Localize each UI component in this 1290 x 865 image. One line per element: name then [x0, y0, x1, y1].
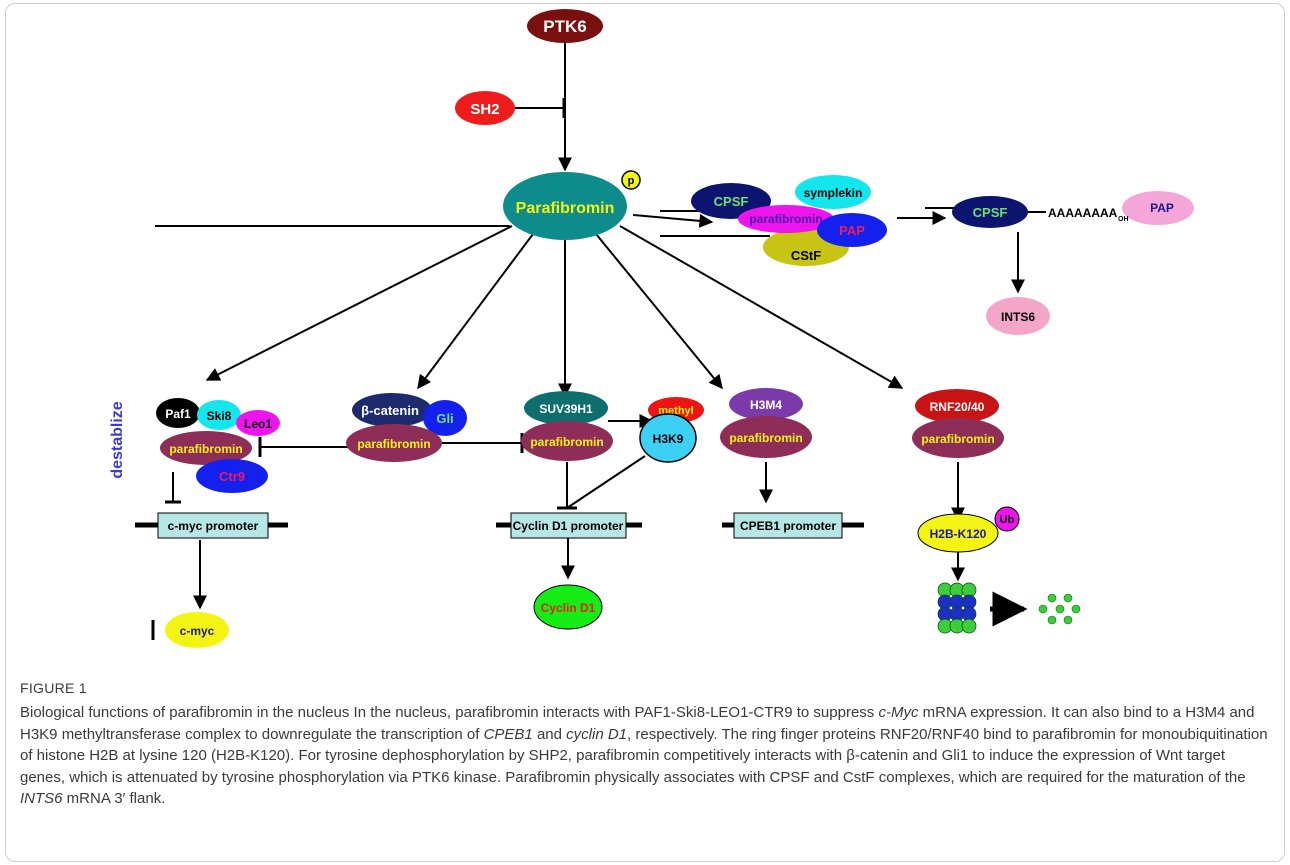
- gli-node: [423, 400, 467, 436]
- cstf-label: CStF: [791, 248, 821, 263]
- fragment-dot: [1063, 615, 1073, 625]
- caption-segment: CPEB1: [483, 725, 533, 743]
- sh2-label: SH2: [470, 101, 499, 118]
- cpeb1-promoter-label: CPEB1 promoter: [740, 519, 836, 533]
- parafibromin-complex-node: [738, 205, 834, 233]
- rnf-parafibromin-label: parafibromin: [921, 432, 994, 446]
- caption-segment: and: [532, 725, 567, 743]
- ints6-node: [986, 297, 1050, 335]
- fragment-dot: [1047, 615, 1057, 625]
- parafibromin-main-node: [503, 172, 627, 240]
- caption-segment: c-Myc: [878, 704, 919, 721]
- paf-parafibromin-label: parafibromin: [169, 442, 242, 456]
- figure-caption-body: Biological functions of parafibromin in …: [20, 702, 1270, 810]
- fragment-dot: [1047, 593, 1057, 603]
- bc-parafibromin-node: [346, 424, 442, 462]
- cyclin-d1-label: Cyclin D1: [541, 601, 596, 615]
- suv39h1-label: SUV39H1: [539, 402, 593, 416]
- pap-label: PAP: [839, 223, 865, 238]
- cmyc-promoter-label: c-myc promoter: [168, 519, 259, 533]
- h3m4-parafibromin-label: parafibromin: [729, 431, 802, 445]
- h3k9-node: [639, 413, 697, 463]
- arrow-to-paf-complex: [205, 225, 513, 381]
- beta-catenin-label: β-catenin: [361, 403, 419, 418]
- bc-parafibromin-label: parafibromin: [357, 437, 430, 451]
- cpsf-right-label: CPSF: [973, 205, 1008, 220]
- leo1-node: [236, 410, 280, 436]
- cpsf-right-node: [952, 196, 1028, 228]
- rnf-parafibromin-node: [912, 418, 1004, 458]
- ctr9-label: Ctr9: [219, 469, 245, 484]
- pathway-diagram: PTK6 SH2 Parafibromin p CPSF symplekin C…: [109, 9, 1194, 648]
- cyclin-d1-node: [533, 584, 603, 630]
- inhibit-h3k9-promoter: [566, 455, 646, 509]
- h3m4-parafibromin-node: [720, 416, 812, 458]
- caption-segment: INTS6: [20, 790, 63, 807]
- nucleosome-bead: [961, 618, 977, 634]
- arrow-to-cpsf-complex: [632, 213, 714, 228]
- fragment-dot: [1071, 604, 1081, 614]
- nucleosome-icon: [937, 582, 977, 634]
- ub-badge: [994, 506, 1020, 532]
- beta-catenin-node: [352, 393, 432, 427]
- h3k9-label: H3K9: [653, 432, 684, 446]
- gli-label: Gli: [436, 411, 453, 426]
- ints6-label: INTS6: [1001, 310, 1035, 324]
- ptk6-node: [527, 9, 603, 43]
- suv-parafibromin-label: parafibromin: [530, 435, 603, 449]
- pap-node: [817, 213, 887, 247]
- symplekin-node: [795, 175, 871, 209]
- caption-segment: , respectively. The ring finger proteins…: [20, 725, 1268, 786]
- rnf-node: [915, 389, 999, 423]
- cpeb1-promoter-box: [733, 512, 843, 539]
- caption-segment: mRNA 3′ flank.: [62, 790, 166, 807]
- arrow-to-beta-catenin: [417, 233, 534, 390]
- suv39h1-node: [524, 391, 608, 425]
- caption-segment: cyclin D1: [566, 725, 628, 743]
- paf1-node: [156, 398, 200, 428]
- cyclin-promoter-label: Cyclin D1 promoter: [513, 519, 624, 533]
- pap-right-label: PAP: [1150, 201, 1174, 215]
- fragment-dot: [1055, 604, 1065, 614]
- arrow-to-rnf: [619, 225, 904, 389]
- h2b-label: H2B-K120: [930, 527, 987, 541]
- cpsf-label: CPSF: [714, 194, 749, 209]
- caption-segment: Biological functions of parafibromin in …: [20, 704, 879, 721]
- parafibromin-main-label: Parafibromin: [516, 200, 615, 217]
- ski8-label: Ski8: [207, 409, 232, 423]
- polya-label: AAAAAAAA: [1048, 206, 1118, 220]
- h2b-node: [917, 513, 999, 553]
- figure-caption-title: FIGURE 1: [20, 680, 87, 696]
- arrow-to-h3m4: [595, 233, 723, 390]
- suv-parafibromin-node: [521, 421, 613, 461]
- caption-segment: mRNA expression. It can also bind to a H…: [20, 704, 1255, 743]
- cmyc-label: c-myc: [180, 624, 215, 638]
- fragment-dot: [1038, 604, 1048, 614]
- cmyc-promoter-box: [157, 512, 269, 539]
- leo1-label: Leo1: [244, 417, 272, 431]
- ctr9-node: [196, 459, 268, 493]
- sh2-node: [455, 91, 515, 125]
- fragment-dot: [1063, 593, 1073, 603]
- paf-parafibromin-node: [160, 431, 252, 465]
- destabilize-label: destablize: [109, 401, 126, 478]
- rnf-label: RNF20/40: [930, 400, 985, 414]
- cmyc-node: [165, 612, 229, 648]
- polya-oh-label: OH: [1118, 216, 1129, 223]
- ski8-node: [197, 400, 241, 430]
- cyclin-promoter-box: [510, 512, 627, 539]
- h3m4-node: [729, 388, 803, 420]
- phospho-badge: [621, 170, 641, 190]
- connectors: [151, 42, 1025, 640]
- ptk6-label: PTK6: [543, 17, 586, 36]
- parafibromin-complex-label: parafibromin: [749, 212, 822, 226]
- symplekin-label: symplekin: [804, 186, 863, 200]
- degradation-fragments-icon: [1038, 593, 1081, 625]
- ub-label: Ub: [1000, 514, 1015, 526]
- paf1-label: Paf1: [165, 407, 191, 421]
- pap-right-node: [1122, 191, 1194, 225]
- phospho-badge-label: p: [628, 175, 635, 187]
- h3m4-label: H3M4: [750, 398, 782, 412]
